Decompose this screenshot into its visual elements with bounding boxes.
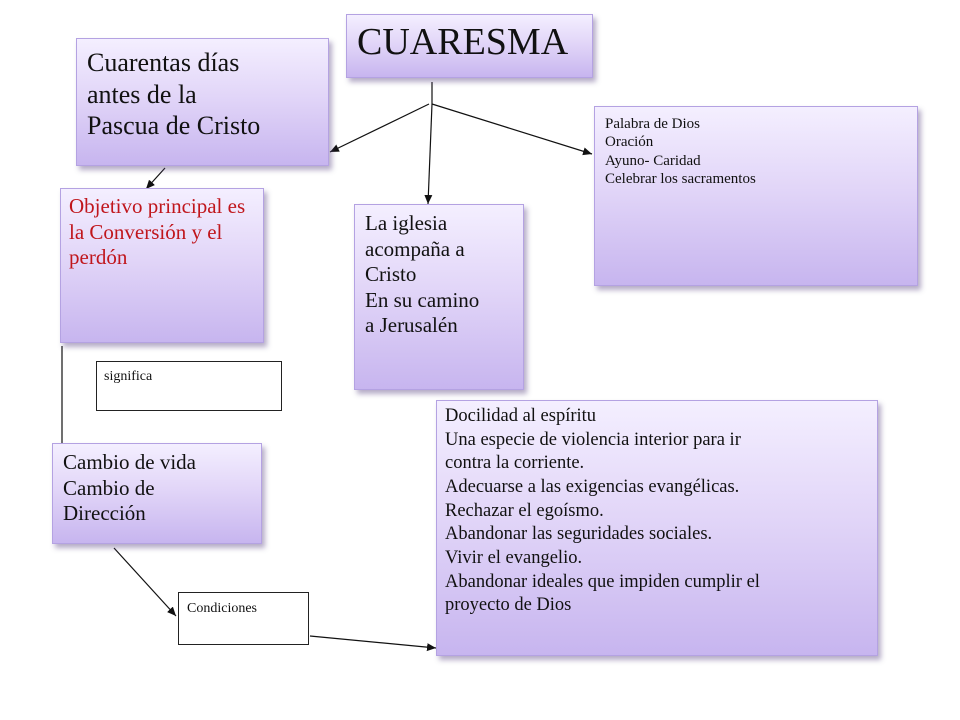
conditions-label: Condiciones <box>187 601 257 616</box>
definition-line: Pascua de Cristo <box>87 111 261 141</box>
conditions-line: contra la corriente. <box>445 453 585 474</box>
church-line: En su camino <box>365 287 480 312</box>
significa-label-box: significa <box>96 361 282 411</box>
title-box: CUARESMA <box>346 14 593 78</box>
definition-line: antes de la <box>87 79 197 109</box>
definition-box: Cuarentas días antes de la Pascua de Cri… <box>76 38 329 166</box>
conditions-line: Vivir el evangelio. <box>445 548 583 569</box>
church-line: a Jerusalén <box>365 313 458 338</box>
conditions-box: Docilidad al espíritu Una especie de vio… <box>436 400 878 656</box>
church-line: Cristo <box>365 262 417 287</box>
change-line: Cambio de <box>63 475 155 500</box>
church-line: La iglesia <box>365 211 448 235</box>
conditions-label-box: Condiciones <box>178 592 309 645</box>
conditions-line: proyecto de Dios <box>445 595 572 616</box>
change-line: Cambio de vida <box>63 450 196 474</box>
conditions-line: Adecuarse a las exigencias evangélicas. <box>445 477 740 498</box>
objective-text: Objetivo principal es la Conversión y el… <box>69 194 246 270</box>
practices-line: Ayuno- Caridad <box>605 152 701 169</box>
church-line: acompaña a <box>365 236 465 261</box>
conditions-line: Abandonar las seguridades sociales. <box>445 524 713 545</box>
arrow-title-to-definition <box>329 103 430 153</box>
objective-box: Objetivo principal es la Conversión y el… <box>60 188 264 343</box>
change-line: Dirección <box>63 501 146 526</box>
practices-line: Oración <box>605 134 654 151</box>
arrow-title-to-church <box>424 103 433 205</box>
arrow-definition-to-objective <box>145 167 166 190</box>
title-text: CUARESMA <box>357 21 569 63</box>
church-box: La iglesia acompaña a Cristo En su camin… <box>354 204 524 390</box>
arrow-title-to-practices <box>431 103 593 156</box>
conditions-line: Abandonar ideales que impiden cumplir el <box>445 571 760 592</box>
conditions-line: Una especie de violencia interior para i… <box>445 429 741 450</box>
arrow-change-to-conditions-label <box>113 547 177 617</box>
conditions-line: Rechazar el egoísmo. <box>445 500 604 521</box>
practices-line: Celebrar los sacramentos <box>605 170 756 187</box>
change-box: Cambio de vida Cambio de Dirección <box>52 443 262 544</box>
definition-line: Cuarentas días <box>87 48 240 77</box>
arrow-conditions-label-to-list <box>309 635 437 652</box>
practices-line: Palabra de Dios <box>605 116 700 132</box>
conditions-line: Docilidad al espíritu <box>445 406 597 426</box>
significa-label: significa <box>104 369 153 384</box>
practices-box: Palabra de Dios Oración Ayuno- Caridad C… <box>594 106 918 286</box>
